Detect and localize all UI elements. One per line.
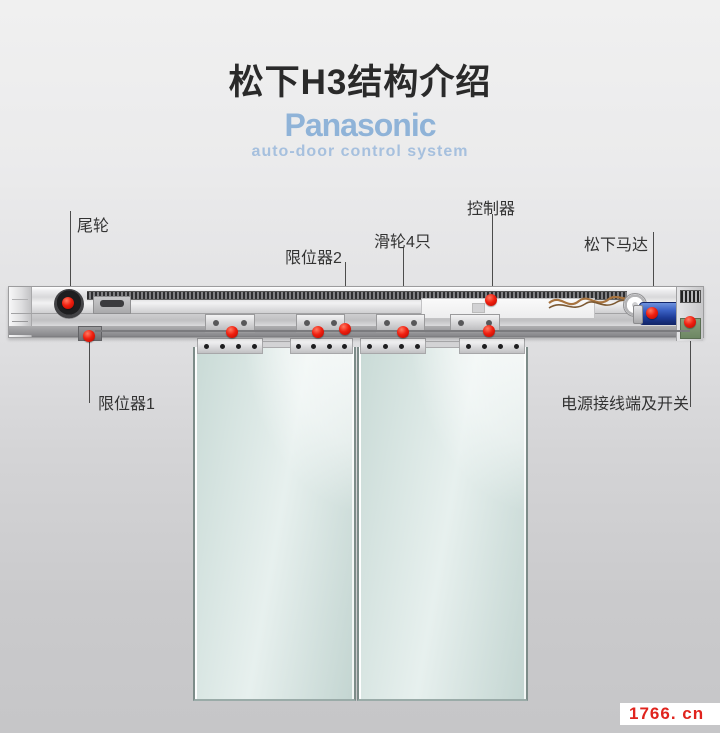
tail-wheel-bracket	[93, 296, 131, 314]
hanger-rod	[95, 330, 690, 332]
controller-chip	[472, 303, 485, 313]
power-terminal-bracket	[676, 287, 703, 341]
callout-pulleys-x4: 滑轮4只	[374, 234, 431, 251]
marker-dot-pulley-4	[483, 325, 495, 337]
marker-dot-pulley-2	[312, 326, 324, 338]
rail-groove	[11, 313, 701, 314]
marker-dot-tail-wheel	[62, 297, 74, 309]
watermark: 1766. cn	[620, 703, 720, 725]
panasonic-logo: Panasonic	[284, 107, 436, 143]
brand-tagline: auto-door control system	[251, 143, 469, 160]
pointer-line-panasonic-motor	[653, 232, 654, 306]
marker-dot-controller	[485, 294, 497, 306]
marker-dot-power-terminal	[684, 316, 696, 328]
hanger-plate	[290, 338, 353, 354]
rail-endcap-left	[9, 287, 32, 337]
plate-connector	[259, 341, 294, 348]
pointer-line-power-terminal	[690, 328, 691, 407]
pointer-line-tail-wheel	[70, 211, 71, 289]
controller-unit	[421, 298, 595, 319]
hanger-plate	[459, 338, 525, 354]
motor-gearbox-cap	[633, 305, 643, 324]
pointer-line-controller	[492, 214, 493, 294]
hanger-plate	[360, 338, 426, 354]
hanger-plate	[197, 338, 263, 354]
callout-limiter-2: 限位器2	[285, 250, 342, 267]
page-title: 松下H3结构介绍	[228, 63, 492, 102]
marker-dot-pulley-1	[226, 326, 238, 338]
callout-panasonic-motor: 松下马达	[584, 237, 649, 254]
marker-dot-motor	[646, 307, 658, 319]
plate-connector	[422, 341, 463, 348]
marker-dot-limiter-2	[339, 323, 351, 335]
tension-handle	[100, 300, 124, 307]
terminal-connector	[680, 290, 701, 303]
marker-dot-limiter-1	[83, 330, 95, 342]
pointer-line-limiter-1	[89, 341, 90, 403]
door-panel-left	[193, 347, 356, 701]
callout-limiter-1: 限位器1	[98, 396, 155, 413]
drive-belt	[87, 291, 627, 300]
door-panel-right	[357, 347, 528, 701]
callout-power-terminal: 电源接线端及开关	[561, 396, 690, 413]
callout-controller: 控制器	[467, 201, 516, 218]
marker-dot-pulley-3	[397, 326, 409, 338]
callout-tail-wheel: 尾轮	[77, 218, 110, 235]
